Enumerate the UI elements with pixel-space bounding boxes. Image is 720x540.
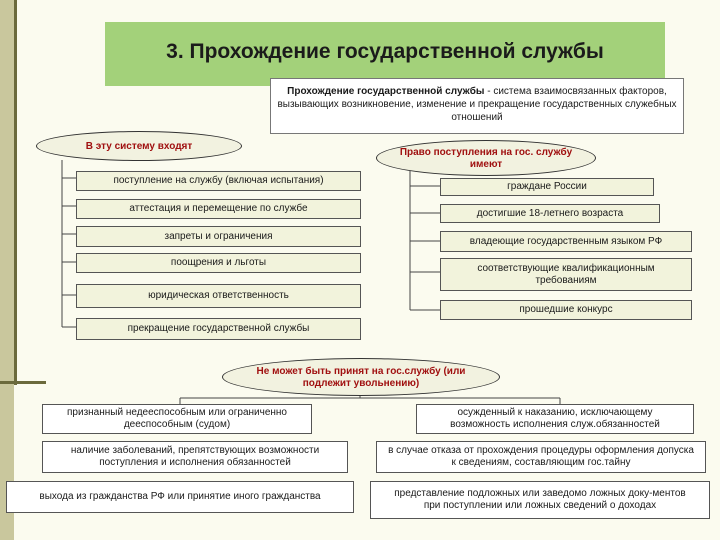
- bottom-left-item-3: выхода из гражданства РФ или принятие ин…: [6, 481, 354, 513]
- left-item-5: юридическая ответственность: [76, 284, 361, 308]
- right-item-4: соответствующие квалификационным требова…: [440, 258, 692, 291]
- left-sidebar-band: [0, 0, 14, 540]
- definition-term: Прохождение государственной службы: [287, 86, 485, 97]
- right-item-2: достигшие 18-летнего возраста: [440, 204, 660, 223]
- left-item-6: прекращение государственной службы: [76, 318, 361, 340]
- bottom-left-item-1: признанный недееспособным или ограниченн…: [42, 404, 312, 434]
- bottom-group-header-label: Не может быть принят на гос.службу (или …: [256, 366, 466, 389]
- title-band: [105, 22, 665, 86]
- sidebar-divider: [14, 0, 17, 385]
- page-title: 3. Прохождение государственной службы: [166, 40, 604, 63]
- left-group-header-label: В эту систему входят: [85, 141, 193, 152]
- left-item-2: аттестация и перемещение по службе: [76, 199, 361, 219]
- left-item-4: поощрения и льготы: [76, 253, 361, 273]
- left-item-1: поступление на службу (включая испытания…: [76, 171, 361, 191]
- right-item-1: граждане России: [440, 178, 654, 196]
- right-group-header-label: Право поступления на гос. службу имеют: [399, 147, 573, 170]
- left-group-header: В эту систему входят: [36, 131, 242, 161]
- definition-box: Прохождение государственной службы - сис…: [270, 78, 684, 134]
- bottom-right-item-3: представление подложных или заведомо лож…: [370, 481, 710, 519]
- bottom-left-item-2: наличие заболеваний, препятствующих возм…: [42, 441, 348, 473]
- bottom-group-header: Не может быть принят на гос.службу (или …: [222, 358, 500, 396]
- right-item-5: прошедшие конкурс: [440, 300, 692, 320]
- definition-text: - система взаимосвязанных факторов, вызы…: [277, 86, 677, 123]
- bottom-right-item-2: в случае отказа от прохождения процедуры…: [376, 441, 706, 473]
- right-item-3: владеющие государственным языком РФ: [440, 231, 692, 252]
- left-item-3: запреты и ограничения: [76, 226, 361, 247]
- bottom-right-item-1: осужденный к наказанию, исключающему воз…: [416, 404, 694, 434]
- sidebar-tick: [0, 381, 46, 384]
- right-group-header: Право поступления на гос. службу имеют: [376, 140, 596, 176]
